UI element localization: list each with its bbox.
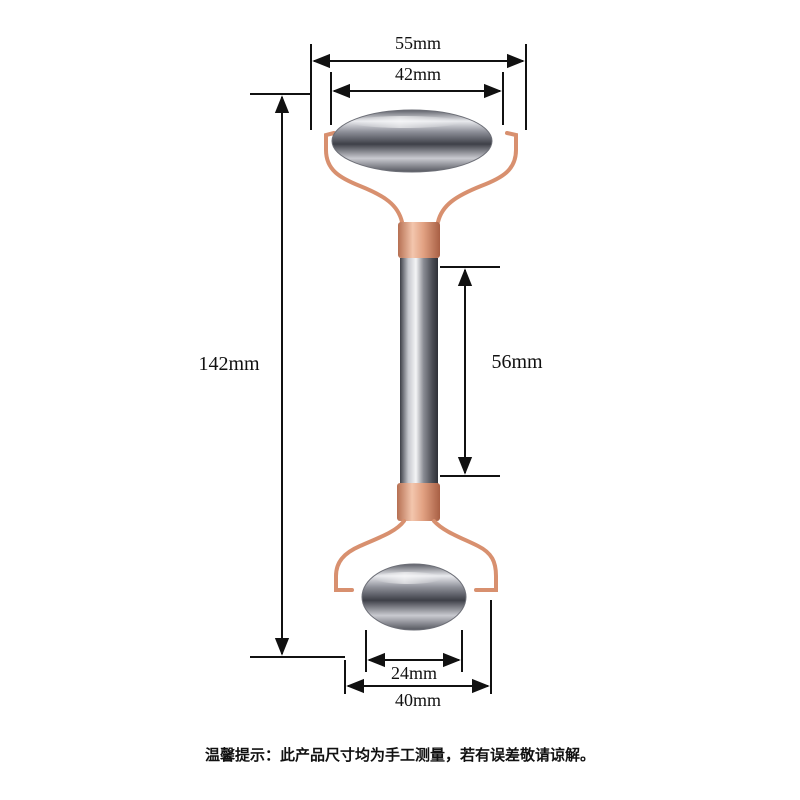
upper-frame <box>324 131 518 224</box>
bottom-cap <box>397 483 440 521</box>
small-roller <box>361 563 467 631</box>
large-roller <box>331 109 493 173</box>
measurement-note: 温馨提示：此产品尺寸均为手工测量，若有误差敬请谅解。 <box>205 746 595 764</box>
top-cap <box>398 222 440 258</box>
label-142mm: 142mm <box>198 353 260 375</box>
label-24mm: 24mm <box>391 663 437 683</box>
face-roller <box>324 109 518 631</box>
label-42mm: 42mm <box>395 64 441 84</box>
lower-frame <box>334 519 498 592</box>
handle <box>400 258 438 484</box>
dimension-lines <box>250 44 527 694</box>
label-56mm: 56mm <box>491 351 543 373</box>
label-55mm: 55mm <box>395 33 441 53</box>
label-40mm: 40mm <box>395 690 441 710</box>
